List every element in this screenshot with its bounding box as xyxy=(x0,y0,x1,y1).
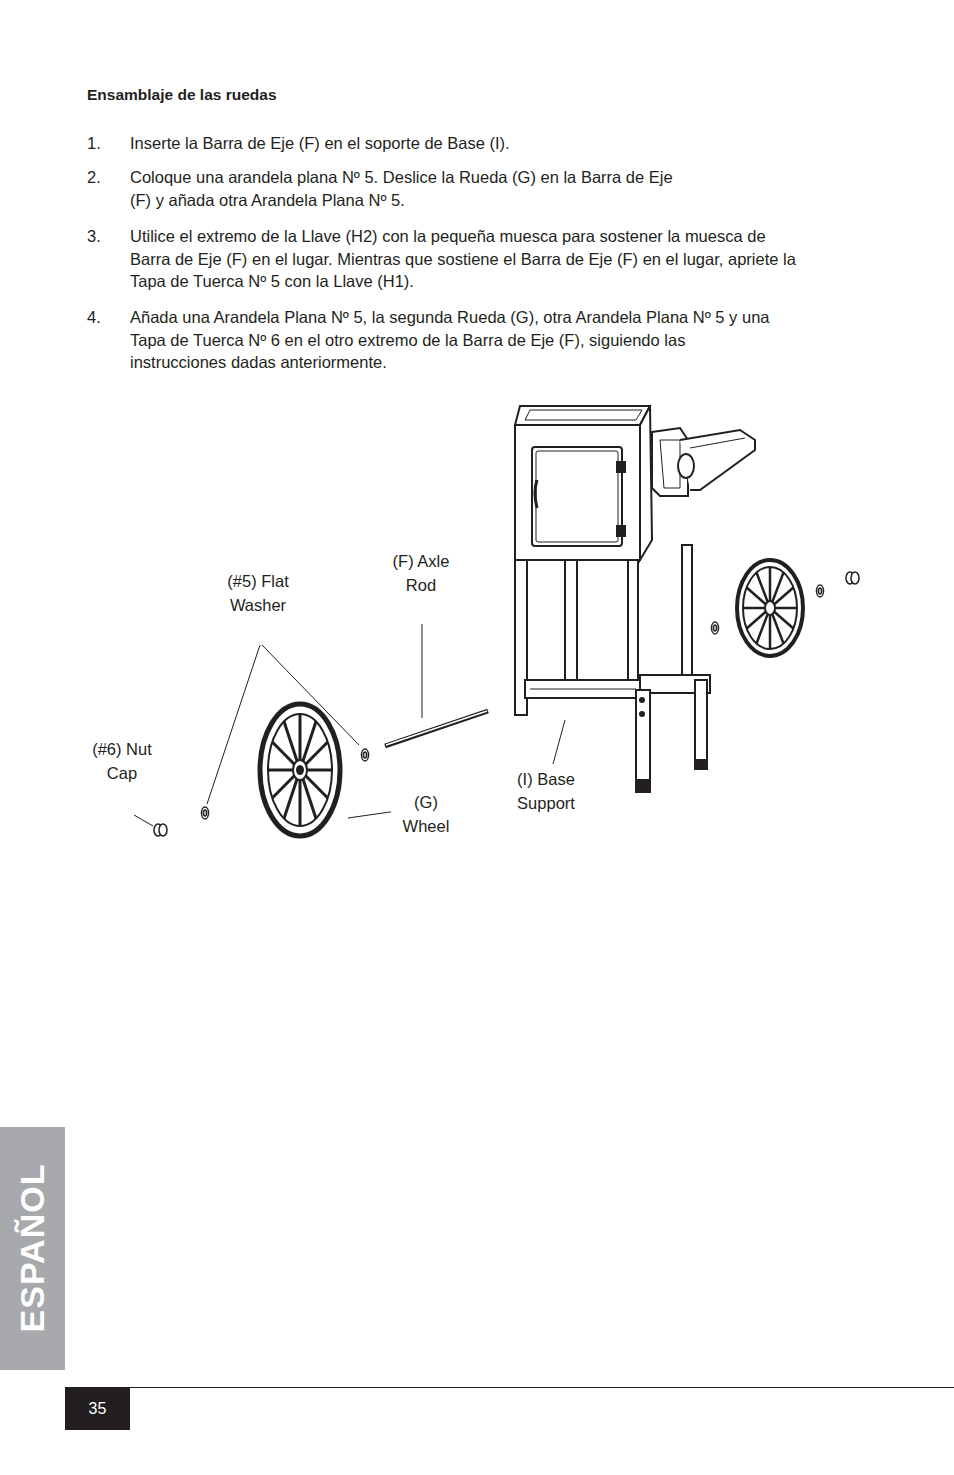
step-text: Añada una Arandela Plana Nº 5, la segund… xyxy=(130,306,770,374)
footer-rule xyxy=(65,1387,954,1388)
step-number: 4. xyxy=(87,306,101,329)
callout-label: (F) Axle Rod xyxy=(386,550,456,597)
cart-drawing xyxy=(515,406,755,792)
wheel-drawing xyxy=(737,560,803,656)
page-number: 35 xyxy=(65,1398,130,1421)
page-number-box xyxy=(65,1388,130,1430)
section-title: Ensamblaje de las ruedas xyxy=(87,86,277,104)
language-tab-label: ESPAÑOL xyxy=(13,1164,52,1333)
step-number: 2. xyxy=(87,166,101,189)
callout-label: (G) Wheel xyxy=(391,791,461,838)
callout-label: (#5) Flat Washer xyxy=(213,570,303,617)
callout-label: (#6) Nut Cap xyxy=(92,738,152,785)
step-text: Coloque una arandela plana Nº 5. Deslice… xyxy=(130,166,690,211)
language-tab xyxy=(0,1127,65,1370)
axle-rod xyxy=(385,711,488,746)
step-text: Inserte la Barra de Eje (F) en el soport… xyxy=(130,132,790,155)
washer-drawing xyxy=(202,585,824,819)
step-text: Utilice el extremo de la Llave (H2) con … xyxy=(130,225,800,293)
step-number: 3. xyxy=(87,225,101,248)
callout-label: (I) Base Support xyxy=(501,768,591,815)
wheel-drawing xyxy=(260,704,340,836)
step-number: 1. xyxy=(87,132,101,155)
